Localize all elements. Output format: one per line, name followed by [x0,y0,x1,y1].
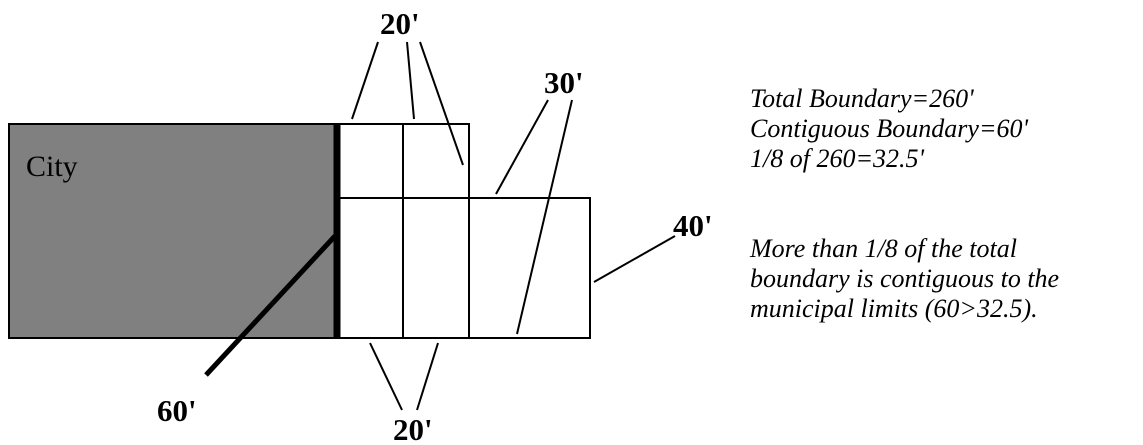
parcel-lower-left [336,197,404,339]
leader-40 [593,235,676,283]
label-bottom-20: 20' [393,412,433,445]
conclusion-line-3: municipal limits (60>32.5). [750,294,1038,323]
leader-bottom-20-b [416,342,439,411]
leader-top-20-c [419,41,464,166]
conclusion-line-1: More than 1/8 of the total [750,234,1017,263]
leader-60 [204,234,337,377]
leader-30-b [516,99,573,335]
parcel-lower-right [468,197,591,339]
label-60: 60' [157,393,197,428]
leader-top-20-a [351,41,379,120]
leader-bottom-20-a [369,342,403,411]
calculation-note: Total Boundary=260' Contiguous Boundary=… [750,84,1028,174]
city-area [8,123,338,339]
calculation-line-contiguous: Contiguous Boundary=60' [750,114,1029,143]
city-label: City [26,150,78,183]
leader-30-a [495,99,549,195]
conclusion-line-2: boundary is contiguous to the [750,264,1060,293]
label-40: 40' [673,208,713,243]
calculation-line-eighth: 1/8 of 260=32.5' [750,144,925,173]
parcel-upper-left [336,123,404,199]
label-top-20: 20' [380,6,420,41]
calculation-line-total: Total Boundary=260' [750,84,974,113]
label-30: 30' [544,65,584,100]
parcel-lower-middle [402,197,470,339]
leader-top-20-b [406,41,415,120]
parcel-upper-right [402,123,470,199]
conclusion-note: More than 1/8 of the total boundary is c… [750,234,1059,324]
